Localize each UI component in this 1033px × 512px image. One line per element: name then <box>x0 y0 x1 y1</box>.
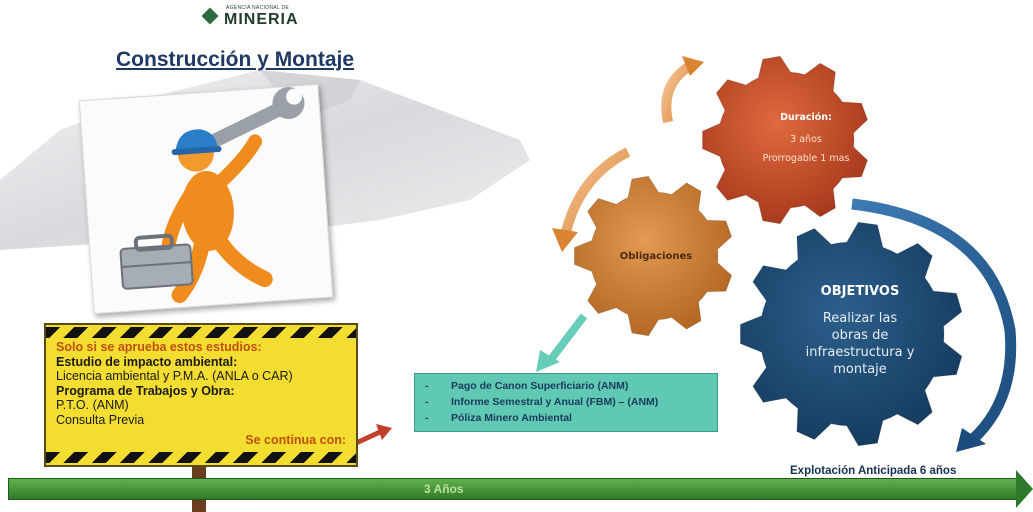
obligaciones-label: Obligaciones <box>619 251 693 262</box>
cycle-arrow-1 <box>661 61 693 124</box>
obligation-text: Informe Semestral y Anual (FBM) – (ANM) <box>451 396 659 408</box>
gear-duracion <box>702 55 869 225</box>
obligation-bullet: - <box>425 380 429 392</box>
sign-line-heading: Programa de Trabajos y Obra: <box>56 383 235 398</box>
timeline-arrowhead <box>1016 470 1033 508</box>
page-title: Construcción y Montaje <box>116 48 355 71</box>
objetivos-line-3: infraestructura y <box>805 345 915 360</box>
obligation-text: Póliza Minero Ambiental <box>451 412 572 424</box>
objetivos-line-2: obras de <box>831 328 889 343</box>
obligation-bullet: - <box>425 396 429 408</box>
gear-objetivos <box>739 221 963 447</box>
obligation-item: - Informe Semestral y Anual (FBM) – (ANM… <box>425 394 707 410</box>
obligation-item: - Póliza Minero Ambiental <box>425 410 707 426</box>
logo-name: MINERIA <box>224 11 299 28</box>
continue-arrow <box>352 429 382 447</box>
requirements-sign: Solo si se aprueba estos estudios: Estud… <box>44 323 358 467</box>
sign-continue: Se continua con: <box>245 433 346 447</box>
timeline-label: 3 Años <box>424 482 464 496</box>
sign-text: Solo si se aprueba estos estudios: Estud… <box>56 340 356 427</box>
obligation-bullet: - <box>425 412 429 424</box>
cycle-arrowhead-3 <box>956 428 986 452</box>
logo-subtitle: AGENCIA NACIONAL DE <box>226 5 290 11</box>
objetivos-line-4: montaje <box>833 362 887 377</box>
obligation-text: Pago de Canon Superficiario (ANM) <box>451 380 629 392</box>
timeline-arrow <box>8 478 1018 500</box>
worker-with-toolbox-illustration <box>119 87 305 304</box>
cycle-arrow-3 <box>851 198 1017 445</box>
sign-line-item: Consulta Previa <box>56 412 145 427</box>
objetivos-line-1: Realizar las <box>822 311 898 326</box>
cycle-arrowhead-2 <box>552 228 578 252</box>
sign-line-item: Licencia ambiental y P.M.A. (ANLA o CAR) <box>56 369 293 383</box>
sign-line-item: P.T.O. (ANM) <box>56 398 129 412</box>
hazard-stripe-top <box>46 327 356 338</box>
obligation-item: - Pago de Canon Superficiario (ANM) <box>425 378 707 394</box>
sign-line-condition: Solo si se aprueba estos estudios: <box>56 340 262 354</box>
cycle-arrowhead-1 <box>682 56 704 76</box>
duracion-years: 3 años <box>790 134 822 145</box>
hazard-stripe-bottom <box>46 452 356 463</box>
obligations-box: - Pago de Canon Superficiario (ANM) - In… <box>414 373 718 432</box>
cycle-arrow-2 <box>561 147 631 234</box>
duracion-extension: Prorrogable 1 mas <box>762 153 850 164</box>
explotacion-note: Explotación Anticipada 6 años <box>790 465 957 477</box>
pointer-arrowhead-obligaciones <box>536 350 560 372</box>
gear-obligaciones <box>573 175 733 337</box>
pointer-arrow-obligaciones <box>548 313 588 361</box>
continue-arrowhead <box>376 424 392 440</box>
objetivos-title: OBJETIVOS <box>820 284 900 299</box>
toolbox-icon <box>119 233 194 290</box>
sign-line-heading: Estudio de impacto ambiental: <box>56 354 238 369</box>
worker-picture <box>78 83 334 315</box>
agency-logo: AGENCIA NACIONAL DE MINERIA <box>201 4 314 34</box>
duracion-title: Duración: <box>780 112 832 123</box>
